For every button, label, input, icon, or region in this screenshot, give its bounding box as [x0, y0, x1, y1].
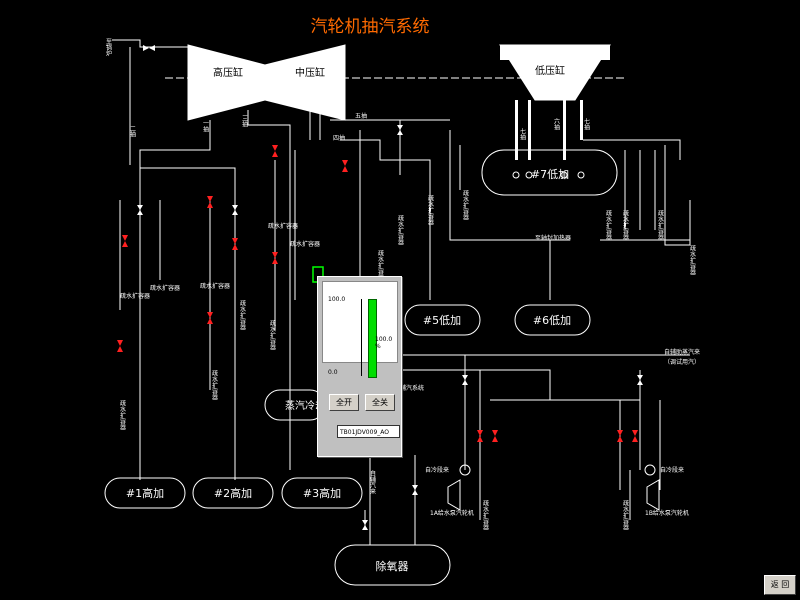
drain-label-19: 疏水扩容器 — [622, 499, 629, 531]
hp-heater-2[interactable] — [192, 477, 274, 509]
drain-label-14: 疏水扩容器 — [427, 194, 434, 226]
pump-a-label: 1A给水泵汽轮机 — [430, 509, 474, 517]
drain-label-11: 疏水扩容器 — [622, 209, 629, 241]
drain-label-18: 疏水扩容器 — [482, 499, 489, 531]
gauge-fill-bar — [368, 299, 377, 378]
valve-control-popup: 100.0 100.0 % 0.0 全开 全关 TB01JDV009_AO — [317, 276, 402, 457]
pump-b-label: 1B给水泵汽轮机 — [645, 509, 689, 517]
drain-label-8: 疏水扩容器 — [269, 319, 276, 351]
lp-heater-6-label: #6低加 — [533, 314, 571, 327]
alarm-valve-group[interactable] — [117, 145, 638, 442]
qi-chou-label-2: 七抽 — [583, 117, 590, 131]
valve-position-gauge: 100.0 100.0 % 0.0 — [322, 281, 398, 378]
from-cold-left: 自冷段来 — [425, 466, 449, 474]
drain-label-10: 疏水扩容器 — [605, 209, 612, 241]
lp-label: 低压缸 — [535, 64, 565, 77]
gauge-max-label: 100.0 — [328, 296, 346, 303]
hp-heater-1[interactable] — [104, 477, 186, 509]
gauge-value: 100.0 % — [375, 336, 393, 350]
drain-label-7: 疏水扩容器 — [211, 369, 218, 401]
deaerator[interactable] — [334, 544, 451, 586]
from-aux-label: 自辅助蒸汽来 — [664, 348, 700, 356]
hp-heater-3[interactable] — [281, 477, 363, 509]
close-full-button[interactable]: 全关 — [365, 394, 395, 411]
wu-chou-label: 五抽 — [355, 112, 367, 120]
san-chou-label: 三抽 — [241, 115, 248, 128]
hp-heater-3-label: #3高加 — [303, 486, 341, 500]
liu-chou-label: 六抽 — [553, 117, 560, 131]
gauge-scale — [361, 299, 362, 376]
drain-label-16: 疏水扩容器 — [397, 214, 404, 246]
test-steam-label: （调试用汽） — [664, 358, 700, 366]
drain-label-17: 疏水扩容器 — [377, 249, 384, 281]
drain-label-1: 疏水扩容器 — [120, 292, 150, 300]
page-title: 汽轮机抽汽系统 — [311, 17, 430, 37]
pump-turbine-a[interactable] — [447, 479, 461, 511]
deaerator-steam-label: 自辅汽来 — [369, 469, 376, 495]
pump-turbine-b[interactable] — [646, 479, 660, 511]
drain-label-2: 疏水扩容器 — [150, 284, 180, 292]
open-full-button[interactable]: 全开 — [329, 394, 359, 411]
drain-label-6: 疏水扩容器 — [119, 399, 126, 431]
lp-heater-5[interactable] — [404, 304, 481, 336]
gauge-min-label: 0.0 — [328, 369, 338, 376]
lp-heater-7-label: #7低加 — [531, 168, 569, 181]
lp-heater-6[interactable] — [514, 304, 591, 336]
er-chou-label: 二抽 — [129, 125, 136, 138]
lp-heater-5-label: #5低加 — [423, 314, 461, 327]
return-button[interactable]: 返 回 — [764, 575, 796, 595]
ip-label: 中压缸 — [295, 66, 325, 79]
valve-group[interactable] — [137, 45, 643, 530]
hp-heater-2-label: #2高加 — [214, 486, 252, 500]
hp-turbine — [187, 44, 266, 121]
to-boiler-label: 至锅炉 — [105, 38, 112, 57]
drain-label-15: 疏水扩容器 — [462, 189, 469, 221]
drain-label-9: 疏水扩容器 — [239, 299, 246, 331]
ip-turbine — [264, 44, 346, 121]
drain-label-13: 疏水扩容器 — [689, 244, 696, 276]
hp-label: 高压缸 — [213, 66, 243, 79]
from-cold-right: 自冷段来 — [660, 466, 684, 474]
drain-label-5: 疏水扩容器 — [290, 240, 320, 248]
hp-heater-1-label: #1高加 — [126, 486, 164, 500]
qi-chou-label-1: 七抽 — [519, 127, 526, 141]
zhou-feng-label: 至轴封加热器 — [535, 234, 571, 242]
drain-label-4: 疏水扩容器 — [268, 222, 298, 230]
drain-label-3: 疏水扩容器 — [200, 282, 230, 290]
yi-chou-label: 一抽 — [202, 120, 209, 133]
deaerator-label: 除氧器 — [376, 559, 409, 573]
valve-tag-field: TB01JDV009_AO — [337, 425, 400, 438]
fu-qi-label: 辅汽系统 — [400, 384, 424, 392]
lp-heater-7[interactable] — [481, 149, 618, 196]
si-chou-label: 四抽 — [333, 134, 345, 142]
drain-label-12: 疏水扩容器 — [657, 209, 664, 241]
